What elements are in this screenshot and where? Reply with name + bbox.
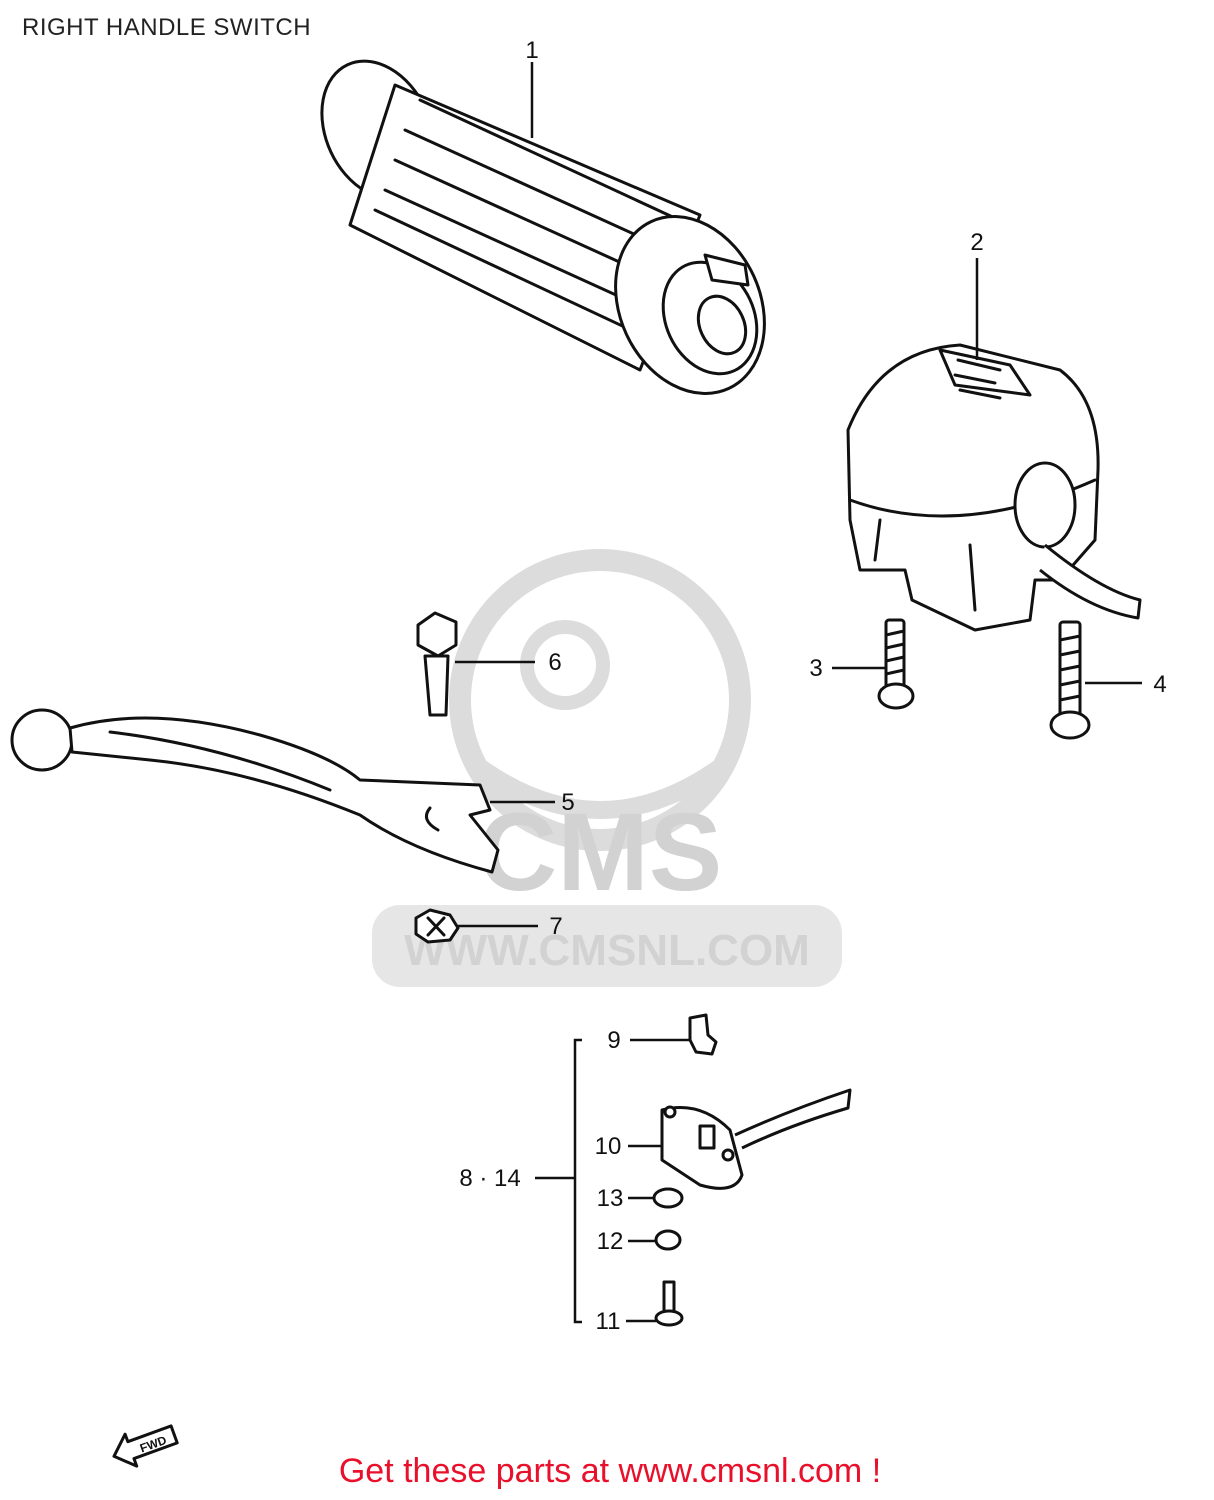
- part-11-screw: [654, 1280, 684, 1327]
- part-13-washer: [652, 1187, 684, 1209]
- callout-9: 9: [607, 1027, 620, 1054]
- part-10-switch: [660, 1088, 852, 1190]
- page-title: RIGHT HANDLE SWITCH: [22, 14, 312, 41]
- callout-12: 12: [597, 1228, 624, 1255]
- watermark-brand: CMS: [478, 791, 722, 914]
- callout-8-14: 8 · 14: [459, 1165, 520, 1192]
- part-2-switch-housing: [846, 343, 1142, 632]
- part-12-nut: [654, 1229, 682, 1251]
- callout-10: 10: [595, 1133, 622, 1160]
- callout-13: 13: [597, 1185, 624, 1212]
- part-4-screw: [1049, 620, 1091, 740]
- callout-1: 1: [525, 37, 538, 64]
- callout-3: 3: [809, 655, 822, 682]
- part-3-screw: [877, 618, 915, 710]
- fwd-arrow: FWD: [112, 1424, 179, 1468]
- part-7-nut: [414, 908, 460, 944]
- callout-7: 7: [549, 913, 562, 940]
- callout-6: 6: [548, 649, 561, 676]
- callout-5: 5: [561, 789, 574, 816]
- part-1-grip: [320, 59, 766, 395]
- callout-labels: 1 2 3 4 5 6 7 8 · 14 9 10 11 12 13: [459, 37, 1166, 1335]
- footer-cta[interactable]: Get these parts at www.cmsnl.com !: [338, 1452, 882, 1490]
- leader-lines: [455, 62, 1142, 1324]
- part-5-lever: [10, 708, 500, 874]
- callout-11: 11: [596, 1308, 621, 1335]
- callout-2: 2: [970, 229, 983, 256]
- callout-4: 4: [1153, 671, 1166, 698]
- watermark-url: WWW.CMSNL.COM: [404, 926, 810, 975]
- part-9-cap: [688, 1013, 718, 1056]
- part-6-bolt: [416, 611, 458, 717]
